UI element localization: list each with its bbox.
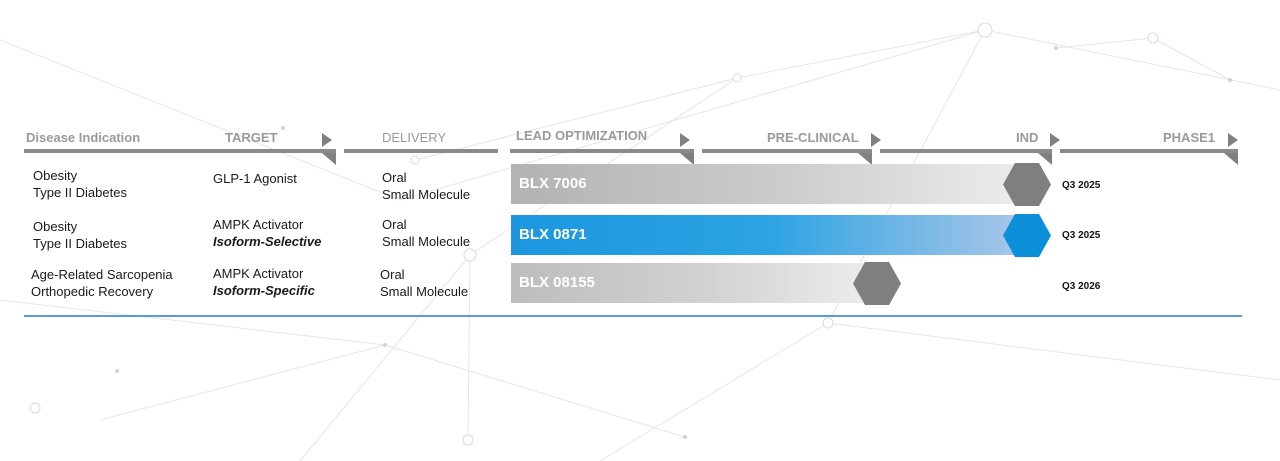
header-disease-indication: Disease Indication <box>26 130 141 145</box>
header-ind: IND <box>1016 130 1039 145</box>
table-bottom-rule <box>24 315 1242 317</box>
row-3-date: Q3 2026 <box>1062 281 1101 292</box>
header-rule-phase1 <box>1060 149 1238 153</box>
row-3-program-label: BLX 08155 <box>519 274 595 291</box>
flag-right-preclinical <box>871 133 881 147</box>
row-2-progress-bar: BLX 0871 <box>511 215 1021 255</box>
row-2-delivery-line2: Small Molecule <box>382 234 471 249</box>
row-3-disease-line1: Age-Related Sarcopenia <box>31 267 173 282</box>
row-3-disease: Age-Related Sarcopenia Orthopedic Recove… <box>31 266 173 300</box>
row-3-disease-line2: Orthopedic Recovery <box>31 284 154 299</box>
row-2-program-label: BLX 0871 <box>519 226 587 243</box>
row-1-disease-line1: Obesity <box>33 168 78 183</box>
row-1-program-label: BLX 7006 <box>519 175 587 192</box>
row-1-progress-bar: BLX 7006 <box>511 164 1021 204</box>
row-2-target-line2: Isoform-Selective <box>213 234 322 249</box>
flag-right-lead <box>680 133 690 147</box>
row-2-disease: Obesity Type II Diabetes <box>33 218 127 252</box>
header-rule-lead-optimization <box>510 149 694 153</box>
row-1-disease-line2: Type II Diabetes <box>33 185 127 200</box>
header-rule-delivery <box>344 149 498 153</box>
row-3-target-line1: AMPK Activator <box>213 266 304 281</box>
row-3-progress-bar: BLX 08155 <box>511 263 873 303</box>
header-pre-clinical: PRE-CLINICAL <box>767 130 859 145</box>
header-rule-pre-clinical <box>702 149 872 153</box>
row-1-date: Q3 2025 <box>1062 180 1101 191</box>
row-1-target: GLP-1 Agonist <box>213 170 297 187</box>
row-1-delivery: Oral Small Molecule <box>382 169 470 203</box>
row-1-disease: Obesity Type II Diabetes <box>33 167 127 201</box>
row-1-milestone-hexagon <box>1003 163 1051 206</box>
flag-down-target <box>322 153 336 165</box>
flag-down-preclinical <box>858 153 872 165</box>
row-3-delivery-line1: Oral <box>380 267 405 282</box>
row-1-delivery-line1: Oral <box>382 170 407 185</box>
row-1-target-line1: GLP-1 Agonist <box>213 171 297 186</box>
row-2-disease-line1: Obesity <box>33 219 78 234</box>
row-2-milestone-hexagon <box>1003 214 1051 257</box>
row-2-disease-line2: Type II Diabetes <box>33 236 127 251</box>
row-2-target-line1: AMPK Activator <box>213 217 304 232</box>
row-3-target: AMPK Activator Isoform-Specific <box>213 265 315 299</box>
header-lead-optimization: LEAD OPTIMIZATION <box>516 128 648 143</box>
flag-right-ind <box>1050 133 1060 147</box>
row-1-delivery-line2: Small Molecule <box>382 187 471 202</box>
flag-down-lead <box>680 153 694 165</box>
header-rule-disease-target <box>24 149 336 153</box>
row-2-target: AMPK Activator Isoform-Selective <box>213 216 321 250</box>
header-rule-ind <box>880 149 1052 153</box>
row-2-delivery-line1: Oral <box>382 217 407 232</box>
flag-right-target <box>322 133 332 147</box>
flag-right-phase1 <box>1228 133 1238 147</box>
header-phase1: PHASE1 <box>1163 130 1216 145</box>
flag-down-phase1 <box>1224 153 1238 165</box>
row-2-date: Q3 2025 <box>1062 230 1101 241</box>
row-3-delivery: Oral Small Molecule <box>380 266 468 300</box>
header-delivery: DELIVERY <box>382 130 447 145</box>
row-2-delivery: Oral Small Molecule <box>382 216 470 250</box>
flag-down-ind <box>1038 153 1052 165</box>
row-3-delivery-line2: Small Molecule <box>380 284 469 299</box>
row-3-target-line2: Isoform-Specific <box>213 283 315 298</box>
header-target: TARGET <box>225 130 278 145</box>
